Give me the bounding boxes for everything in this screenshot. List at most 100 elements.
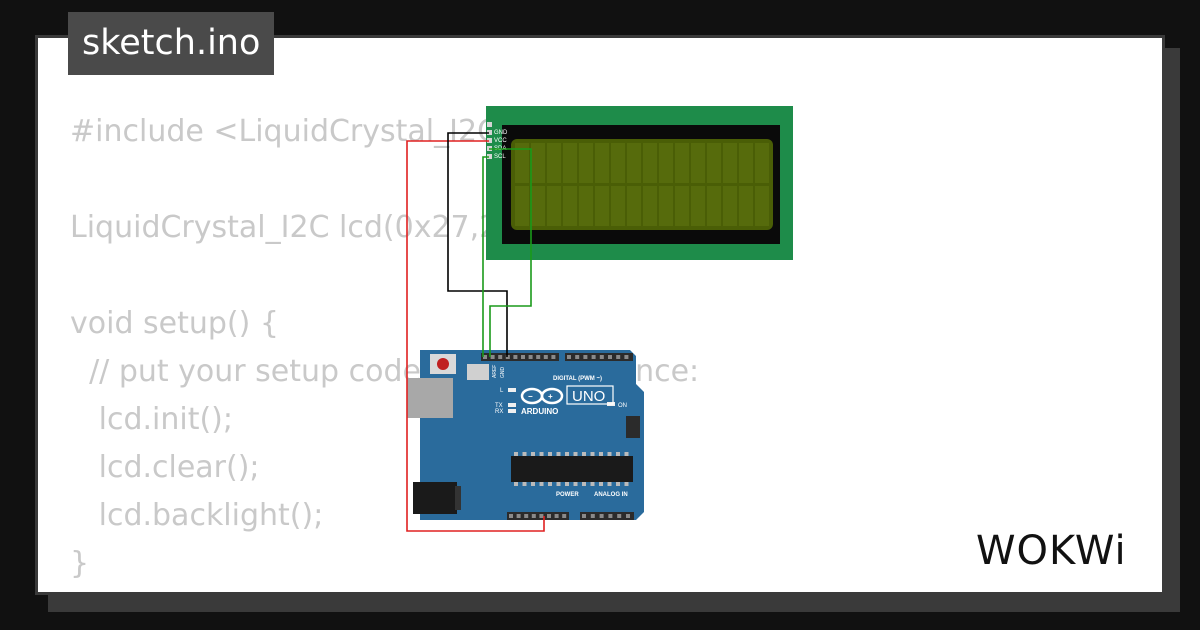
chip-leg bbox=[624, 482, 629, 486]
chip-leg bbox=[590, 482, 595, 486]
header-pin bbox=[531, 514, 536, 518]
header-digital-low bbox=[565, 353, 633, 361]
header-pin bbox=[599, 514, 604, 518]
header-pin bbox=[547, 514, 551, 518]
header-pin bbox=[624, 355, 629, 359]
lcd-cell bbox=[675, 186, 689, 226]
lcd-module[interactable]: GND VCC SDA SCL bbox=[486, 106, 793, 260]
power-label: POWER bbox=[556, 492, 579, 498]
arduino-brand-label: ARDUINO bbox=[521, 407, 558, 416]
header-pin bbox=[543, 355, 548, 359]
lcd-cell bbox=[627, 186, 641, 226]
chip-leg bbox=[514, 452, 518, 456]
lcd-pin-vcc-label: VCC bbox=[494, 138, 507, 144]
wokwi-logo: WOKWi bbox=[976, 528, 1127, 574]
lcd-cell bbox=[723, 143, 737, 183]
header-pin bbox=[554, 514, 559, 518]
chip-leg bbox=[565, 482, 569, 486]
digital-label: DIGITAL (PWM ~) bbox=[553, 376, 602, 382]
lcd-cell bbox=[755, 186, 769, 226]
lcd-cell bbox=[643, 143, 657, 183]
header-pin bbox=[521, 355, 525, 359]
lcd-pin-scl-label: SCL bbox=[494, 154, 506, 160]
svg-text:+: + bbox=[548, 392, 553, 401]
header-pin bbox=[591, 355, 596, 359]
wire-vcc-5v[interactable] bbox=[406, 140, 545, 532]
analog-label: ANALOG IN bbox=[594, 492, 628, 498]
chip-leg bbox=[522, 482, 527, 486]
header-pin bbox=[617, 514, 622, 518]
uno-label: UNO bbox=[572, 388, 605, 405]
reset-button[interactable] bbox=[437, 358, 449, 370]
power-jack bbox=[413, 482, 457, 514]
header-pin bbox=[562, 514, 567, 518]
usb-connector bbox=[407, 378, 453, 418]
chip-leg bbox=[607, 482, 612, 486]
lcd-cell bbox=[739, 143, 753, 183]
chip-leg bbox=[539, 482, 544, 486]
lcd-cell bbox=[531, 186, 545, 226]
l-led bbox=[508, 388, 516, 392]
chip-leg bbox=[616, 452, 620, 456]
lcd-cell bbox=[547, 186, 561, 226]
chip-leg bbox=[539, 452, 544, 456]
on-label: ON bbox=[618, 403, 627, 409]
header-power bbox=[507, 512, 569, 520]
rx-led bbox=[508, 409, 516, 413]
chip-leg bbox=[522, 452, 527, 456]
chip-leg bbox=[565, 452, 569, 456]
lcd-cell bbox=[707, 143, 721, 183]
header-pin bbox=[516, 514, 521, 518]
header-pin bbox=[626, 514, 630, 518]
header-pin bbox=[575, 355, 580, 359]
atmega-chip bbox=[511, 456, 633, 482]
lcd-cell bbox=[547, 143, 561, 183]
lcd-cell bbox=[643, 186, 657, 226]
header-pin bbox=[524, 514, 529, 518]
header-pin bbox=[539, 514, 544, 518]
header-pin bbox=[528, 355, 533, 359]
lcd-cell bbox=[579, 186, 593, 226]
header-digital-high bbox=[481, 353, 559, 361]
chip-leg bbox=[556, 452, 561, 456]
header-pin bbox=[616, 355, 621, 359]
lcd-cell bbox=[723, 186, 737, 226]
lcd-cell bbox=[659, 143, 673, 183]
lcd-cell bbox=[531, 143, 545, 183]
wire-gnd[interactable] bbox=[447, 132, 508, 357]
chip-leg bbox=[548, 452, 552, 456]
svg-text:AREF: AREF bbox=[492, 365, 498, 378]
chip-leg bbox=[573, 452, 578, 456]
lcd-cell bbox=[755, 143, 769, 183]
wokwi-logo-text: WOKWi bbox=[976, 528, 1127, 574]
header-pin bbox=[498, 355, 503, 359]
file-tab[interactable]: sketch.ino bbox=[68, 12, 275, 75]
chip-leg bbox=[573, 482, 578, 486]
chip-leg bbox=[582, 482, 586, 486]
header-pin bbox=[551, 355, 556, 359]
svg-text:−: − bbox=[528, 392, 533, 401]
lcd-pin-gnd-label: GND bbox=[494, 130, 508, 136]
tx-led bbox=[508, 403, 516, 407]
wire-scl[interactable] bbox=[482, 156, 489, 357]
code-line: void setup() { bbox=[70, 306, 279, 341]
chip-leg bbox=[556, 482, 561, 486]
header-pin bbox=[608, 514, 613, 518]
header-pin bbox=[590, 514, 595, 518]
chip-leg bbox=[531, 452, 535, 456]
lcd-cell bbox=[739, 186, 753, 226]
code-line: } bbox=[70, 546, 90, 581]
lcd-cell bbox=[675, 143, 689, 183]
lcd-cell bbox=[627, 143, 641, 183]
header-pin bbox=[483, 355, 487, 359]
wire-sda[interactable] bbox=[489, 148, 532, 357]
lcd-cell bbox=[659, 186, 673, 226]
chip-leg bbox=[599, 452, 603, 456]
header-pin bbox=[582, 514, 586, 518]
chip-leg bbox=[531, 482, 535, 486]
arduino-uno-board[interactable]: DIGITAL (PWM ~) AREF GND L TX RX ON − + … bbox=[407, 350, 644, 520]
lcd-cell bbox=[563, 143, 577, 183]
lcd-character-grid bbox=[515, 143, 769, 226]
chip-leg bbox=[616, 482, 620, 486]
